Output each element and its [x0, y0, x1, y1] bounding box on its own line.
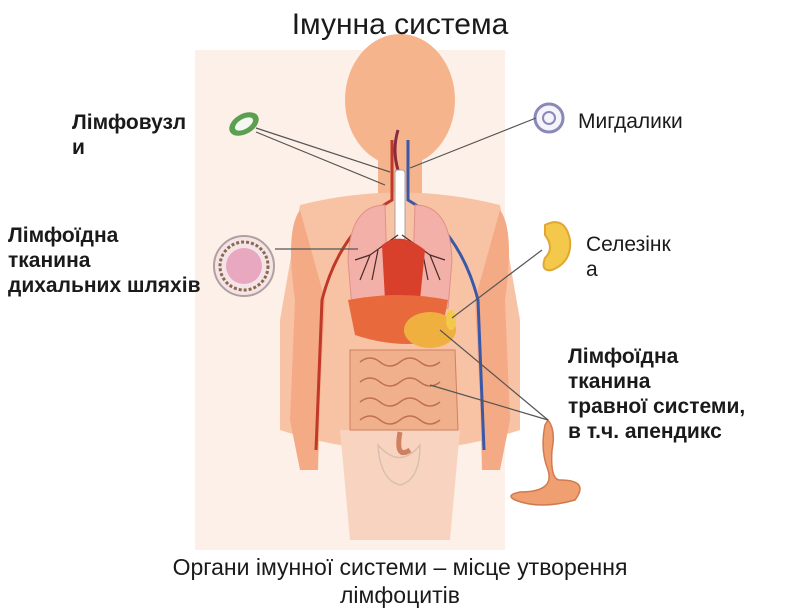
label-spleen: Селезінк а [586, 232, 671, 282]
digestive-tract-icon [510, 418, 581, 506]
bladder [377, 442, 421, 486]
spleen-icon [542, 221, 572, 272]
label-line: а [586, 258, 598, 281]
label-lymph-nodes: Лімфовузл и [72, 110, 186, 160]
diagram-caption: Органи імунної системи – місце утворення… [0, 553, 800, 609]
label-line: дихальних шляхів [8, 274, 201, 297]
tonsil-icon [533, 102, 565, 134]
label-line: Лімфоїдна [568, 345, 679, 368]
intestines [349, 349, 459, 456]
label-line: Лімфоїдна [8, 224, 119, 247]
label-line: травної системи, [568, 395, 746, 418]
spleen-organ [446, 310, 456, 330]
label-tonsils: Мигдалики [578, 110, 683, 133]
blood-vessels [314, 129, 486, 451]
label-line: тканина [8, 249, 91, 272]
diagram-title: Імунна система [291, 8, 509, 41]
caption-line: Органи імунної системи – місце утворення [172, 554, 628, 580]
label-digestive-tissue: Лімфоїдна тканина травної системи, в т.ч… [568, 344, 745, 444]
label-line: Лімфовузл [72, 111, 187, 134]
caption-line: лімфоцитів [340, 582, 460, 608]
heart [382, 238, 425, 309]
label-line: и [72, 136, 85, 159]
trachea [394, 169, 406, 241]
leader-lines [255, 117, 549, 421]
label-line: Селезінк [586, 233, 671, 256]
label-line: в т.ч. апендикс [568, 420, 722, 443]
label-line: тканина [568, 370, 651, 393]
airway-cross-section-icon [213, 235, 275, 297]
lymph-node-icon [229, 112, 259, 136]
label-respiratory-tissue: Лімфоїдна тканина дихальних шляхів [8, 223, 200, 298]
stomach [404, 312, 456, 348]
